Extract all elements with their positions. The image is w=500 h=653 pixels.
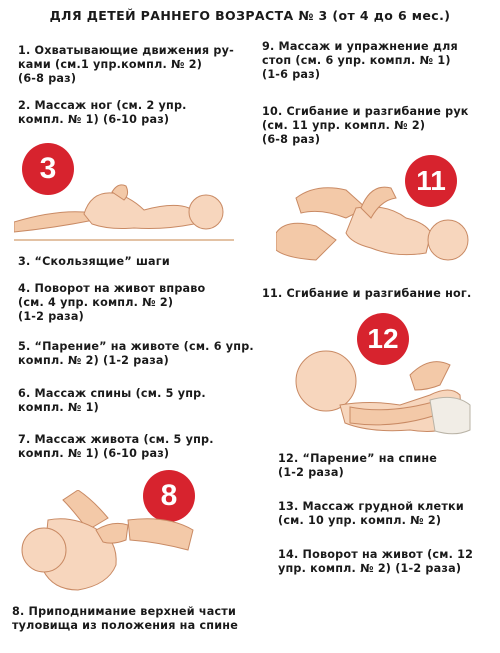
badge-3: 3 [22, 143, 74, 195]
exercise-8: 8. Приподнимание верхней части туловища … [12, 605, 238, 632]
baby-sliding-steps-illustration [14, 184, 234, 241]
baby-leg-exercise-illustration [295, 350, 471, 435]
badge-8: 8 [143, 470, 195, 522]
exercise-14: 14. Поворот на живот (см. 12 упр. компл.… [278, 548, 474, 575]
exercise-1: 1. Охватывающие движения ру- ками (см.1 … [18, 44, 234, 85]
exercise-2: 2. Массаж ног (см. 2 упр. компл. № 1) (6… [18, 99, 187, 126]
badge-12: 12 [357, 313, 409, 365]
exercise-6: 6. Массаж спины (см. 5 упр. компл. № 1) [18, 387, 206, 414]
exercise-5: 5. “Парение” на животе (см. 6 упр. компл… [18, 340, 254, 367]
exercise-10: 10. Сгибание и разгибание рук (см. 11 уп… [262, 105, 469, 146]
badge-11: 11 [405, 155, 457, 207]
baby-sit-up-illustration [21, 490, 194, 591]
exercise-7: 7. Массаж живота (см. 5 упр. компл. № 1)… [18, 433, 214, 460]
exercise-9: 9. Массаж и упражнение для стоп (см. 6 у… [262, 40, 458, 81]
exercise-13: 13. Массаж грудной клетки (см. 10 упр. к… [278, 500, 464, 527]
baby-arm-exercise-illustration [276, 186, 469, 261]
exercise-4: 4. Поворот на живот вправо (см. 4 упр. к… [18, 282, 206, 323]
exercise-11: 11. Сгибание и разгибание ног. [262, 287, 472, 300]
exercise-12: 12. “Парение” на спине (1-2 раза) [278, 452, 438, 479]
exercise-3: 3. “Скользящие” шаги [18, 255, 170, 268]
page-title: ДЛЯ ДЕТЕЙ РАННЕГО ВОЗРАСТА № 3 (от 4 до … [49, 8, 451, 23]
